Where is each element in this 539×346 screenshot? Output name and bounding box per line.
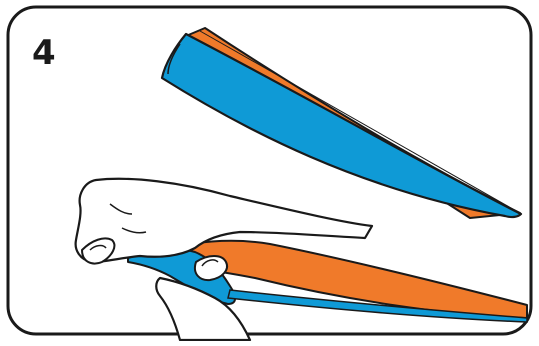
panel-frame — [8, 7, 531, 334]
step-number: 4 — [32, 36, 56, 70]
